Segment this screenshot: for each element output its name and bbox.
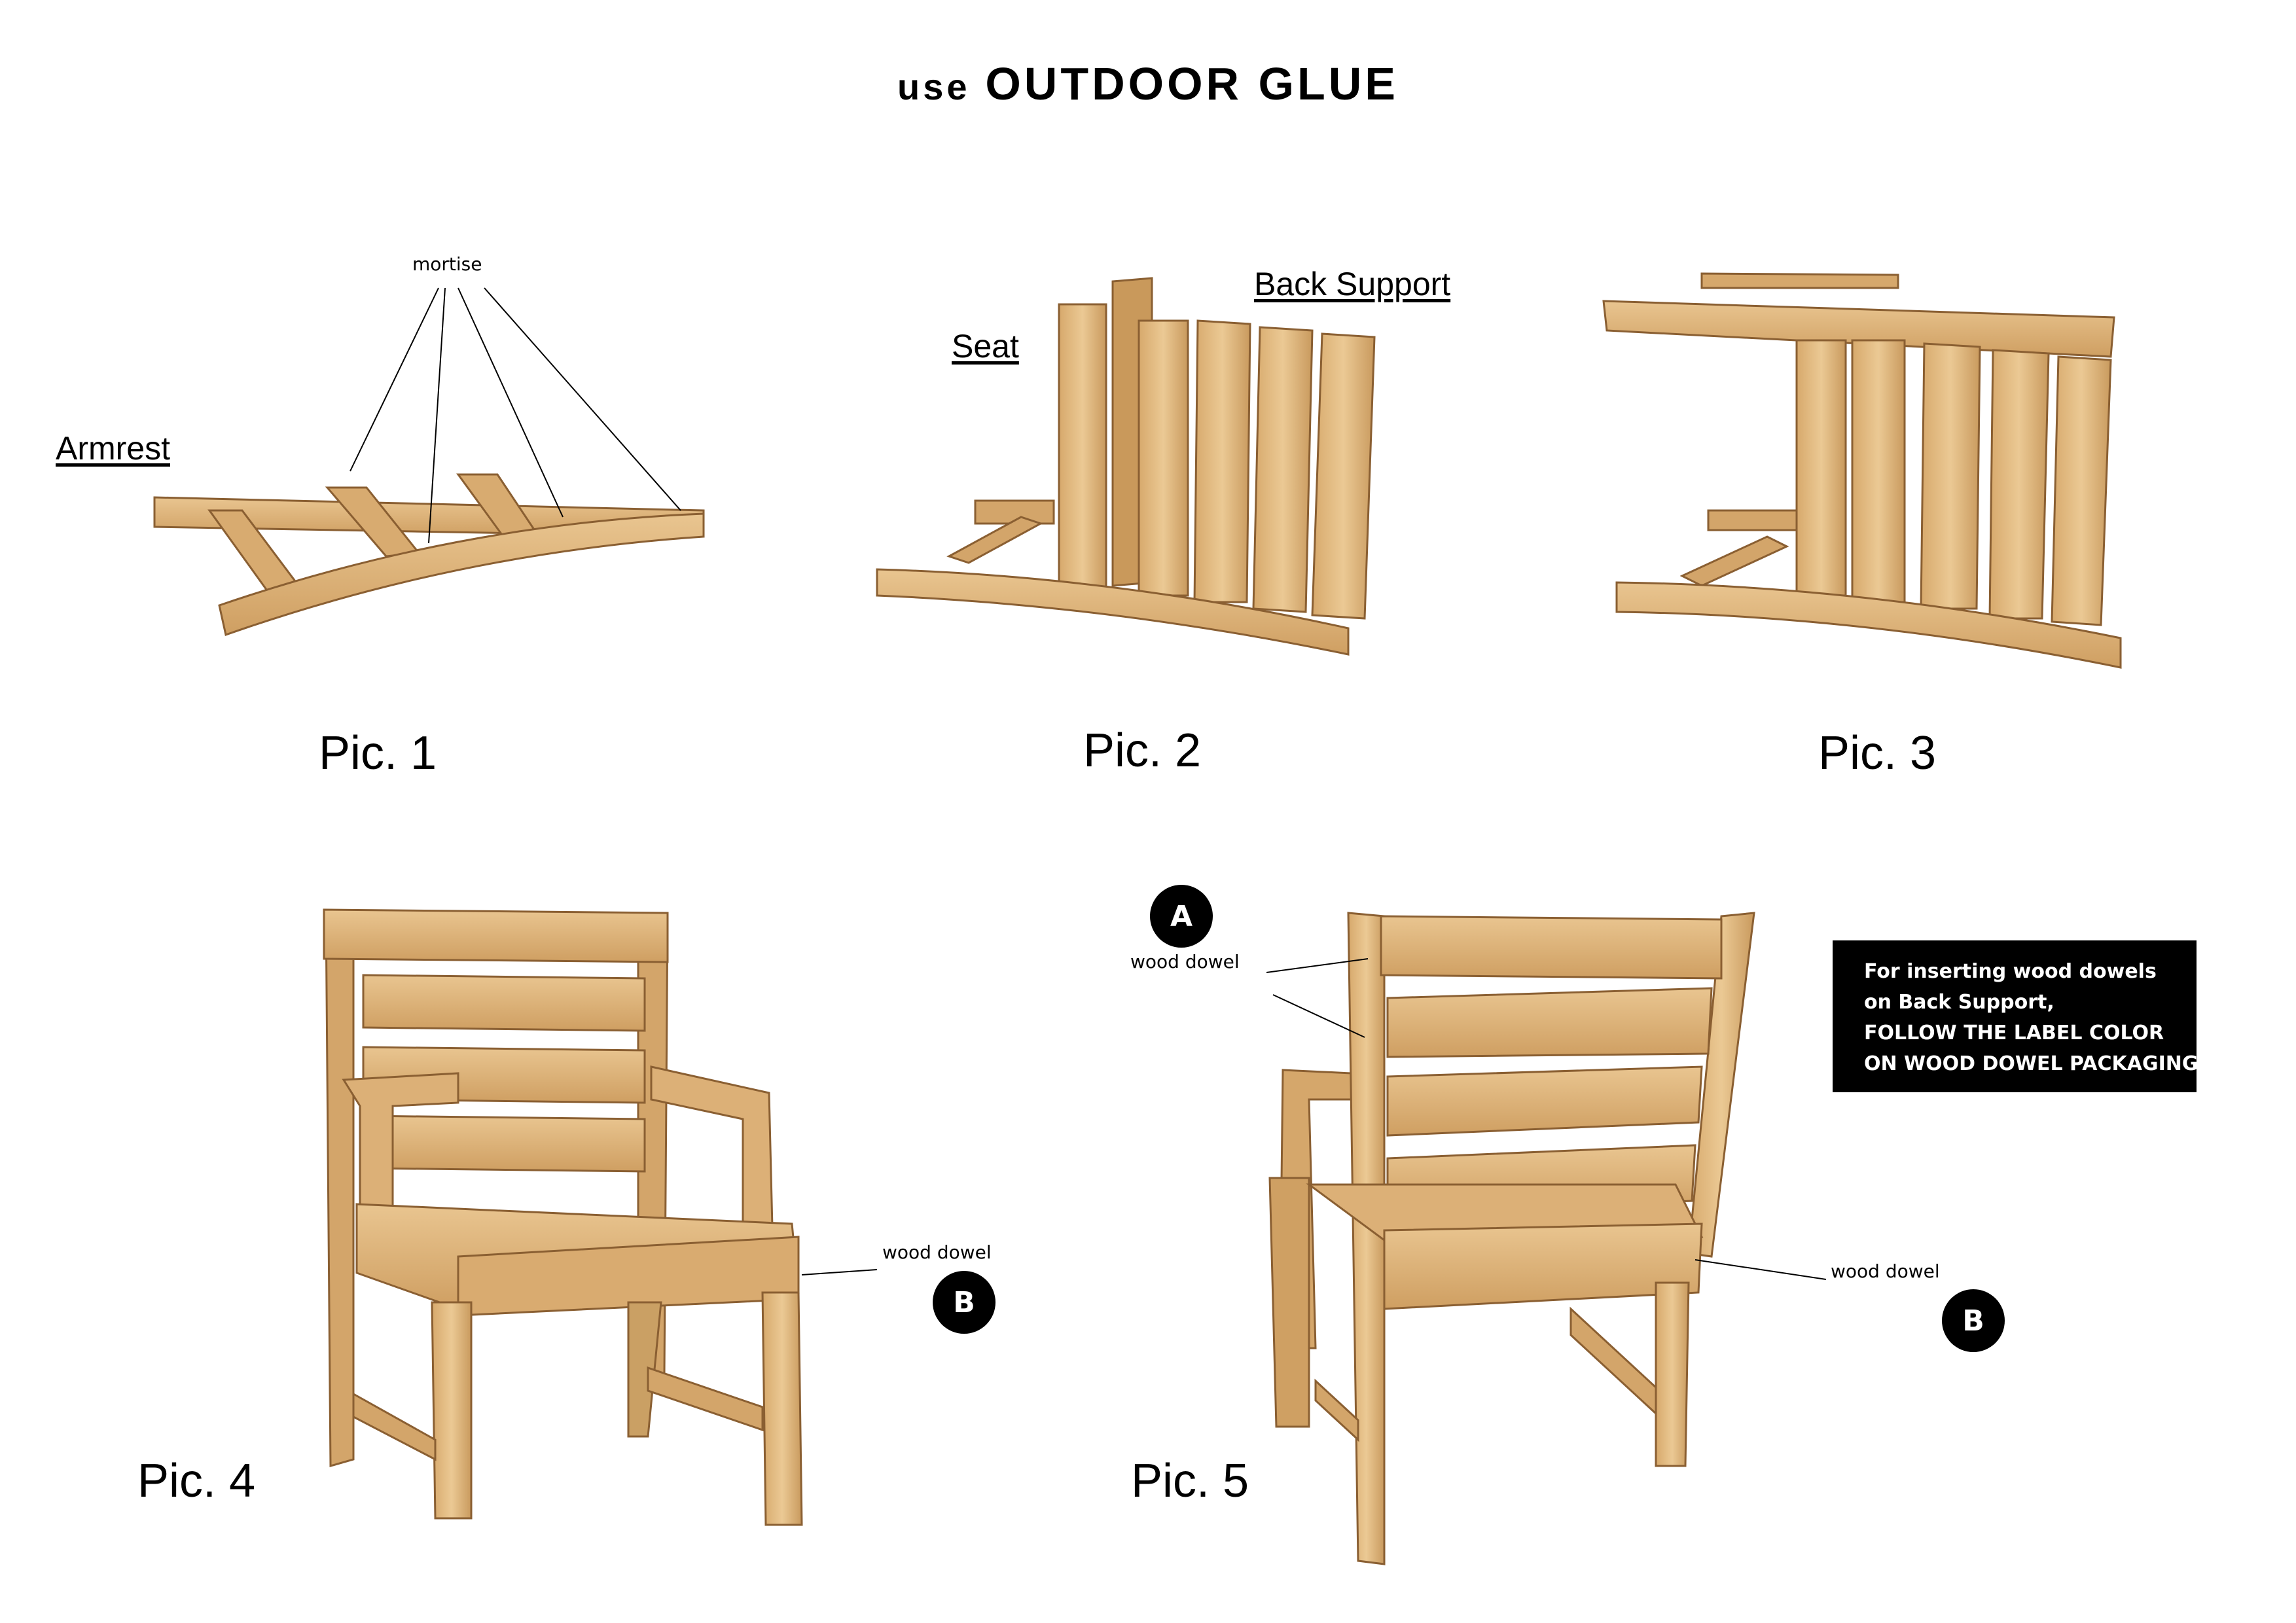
pic1-label: Pic. 1 (319, 727, 437, 779)
note-line: ON WOOD DOWEL PACKAGING (1864, 1052, 2198, 1075)
pic4-chair-front (323, 908, 803, 1526)
pic3-chair-assembly (1602, 272, 2122, 669)
pic4-wood-dowel-label: wood dowel (882, 1241, 992, 1263)
pic2-seat-back-assembly (876, 277, 1376, 656)
pic3-label: Pic. 3 (1818, 727, 1937, 779)
dowel-instruction-note: For inserting wood dowels on Back Suppor… (1833, 940, 2198, 1092)
back-support-label: Back Support (1254, 266, 1451, 302)
pic5-label: Pic. 5 (1131, 1455, 1249, 1507)
title-prefix: use (897, 66, 971, 107)
pic5-badge-a: A (1150, 885, 1213, 948)
page-title: use OUTDOOR GLUE (0, 58, 2296, 110)
armrest-label: Armrest (56, 430, 170, 467)
seat-label: Seat (952, 328, 1019, 365)
note-line: FOLLOW THE LABEL COLOR (1864, 1022, 2164, 1044)
note-line: For inserting wood dowels (1864, 960, 2157, 983)
pic4-badge-b: B (933, 1271, 996, 1334)
pic4-dowel-leader (801, 1269, 878, 1275)
pic4-label: Pic. 4 (137, 1455, 256, 1507)
pic5-wood-dowel-label-a: wood dowel (1130, 951, 1240, 972)
pic2-label: Pic. 2 (1083, 724, 1202, 777)
pic5-wood-dowel-label-b: wood dowel (1831, 1260, 1940, 1282)
title-main: OUTDOOR GLUE (985, 58, 1399, 109)
mortise-label: mortise (412, 253, 482, 275)
pic5-badge-b: B (1942, 1289, 2005, 1352)
pic5-dowel-leaders (1266, 958, 1827, 1280)
pic1-armrest-frame (153, 473, 705, 636)
mortise-leader-lines (350, 287, 681, 544)
note-line: on Back Support, (1864, 991, 2054, 1014)
pic5-chair-back (1268, 912, 1755, 1565)
